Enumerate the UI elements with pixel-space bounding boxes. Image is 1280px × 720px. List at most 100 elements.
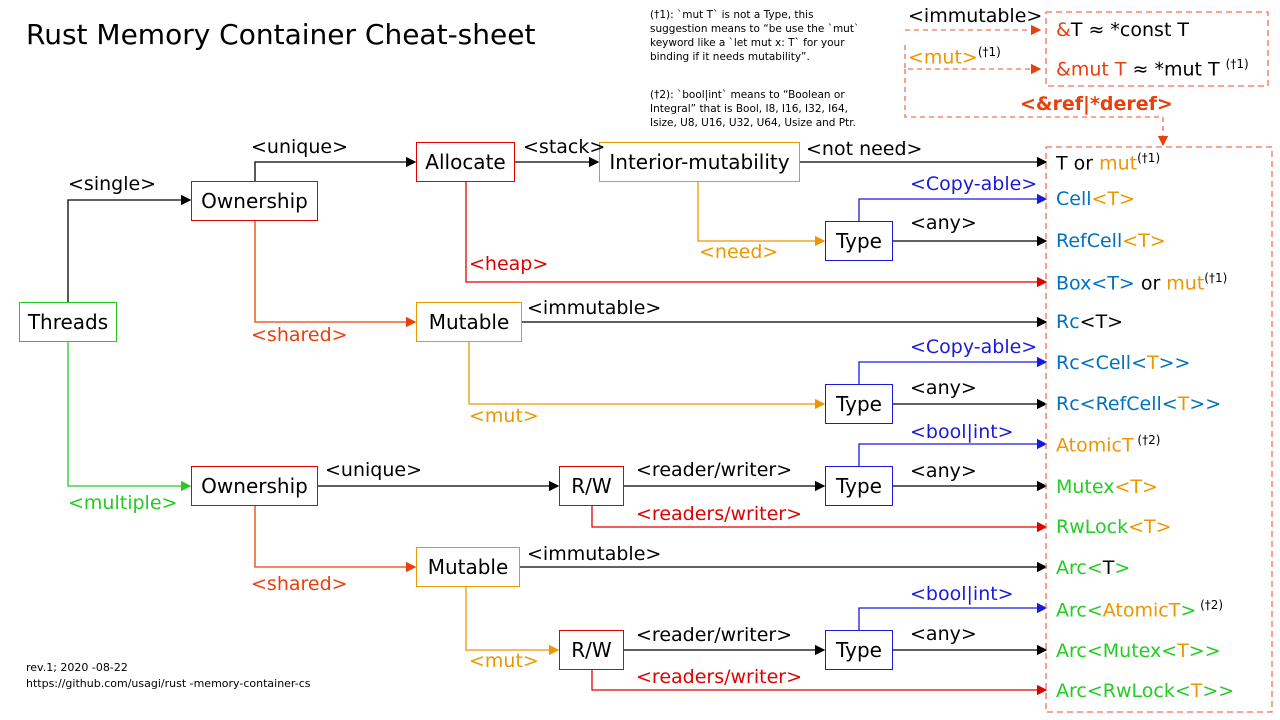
footnote-2: (†2): `bool|int` means to “Boolean or In… (650, 88, 856, 130)
result-text: T (1190, 680, 1203, 702)
label-immutable-2: <immutable> (527, 543, 662, 565)
label-ref-mut-sup: (†1) (977, 45, 1001, 59)
label-any-1: <any> (910, 212, 977, 234)
result-text: mut (1166, 272, 1205, 295)
result-text: mut (1099, 152, 1138, 175)
result-text: AtomicT (1102, 599, 1181, 622)
result-box: Box<T> or mut(†1) (1056, 271, 1227, 294)
result-text: Box (1056, 272, 1092, 295)
result-text: Arc<Mutex< (1056, 640, 1178, 662)
result-t-or-mut: T or mut(†1) (1056, 151, 1160, 174)
ref-mut-text: ≈ *mut T (1126, 58, 1226, 81)
result-text: T (1102, 557, 1115, 579)
revision-date: rev.1; 2020 -08-22 (26, 661, 128, 674)
label-bool-int-1: <bool|int> (910, 421, 1014, 443)
result-text: <T> (1122, 230, 1166, 252)
label-ref-mut-text: <mut> (908, 46, 978, 69)
result-cell: Cell<T> (1056, 188, 1135, 210)
footnote-1-line: (†1): `mut T` is not a Type, this (650, 9, 814, 21)
result-text: >> (1158, 352, 1191, 374)
result-text: <T> (1091, 188, 1135, 210)
result-text: AtomicT (1056, 434, 1134, 457)
result-sup: (†2) (1133, 433, 1161, 447)
result-text: >> (1189, 393, 1222, 415)
label-not-need: <not need> (806, 138, 923, 160)
ref-amp: & (1056, 19, 1071, 41)
mutable-node-2: Mutable (416, 547, 520, 587)
repo-url: https://github.com/usagi/rust -memory-co… (26, 677, 311, 690)
label-shared-1: <shared> (251, 324, 348, 346)
result-text: RwLock (1056, 516, 1129, 538)
label-single: <single> (68, 173, 157, 195)
result-text: Arc< (1056, 599, 1103, 622)
result-text: > (1180, 599, 1197, 622)
result-text: Rc<Cell< (1056, 352, 1148, 374)
result-rc-cell: Rc<Cell<T>> (1056, 352, 1190, 374)
result-text: <T> (1079, 311, 1124, 333)
result-text: Cell (1056, 188, 1092, 210)
result-text: Arc<RwLock< (1056, 680, 1191, 702)
label-any-3: <any> (910, 460, 977, 482)
footnote-1-line: binding if it needs mutability”. (650, 51, 810, 63)
result-sup: (†2) (1196, 598, 1224, 612)
result-text: T or (1056, 152, 1100, 175)
threads-node: Threads (19, 302, 117, 342)
result-text: > (1114, 557, 1131, 579)
result-text: T (1147, 352, 1159, 374)
label-unique-2: <unique> (325, 459, 422, 481)
label-mut-2: <mut> (469, 650, 539, 672)
result-text: >> (1188, 640, 1221, 662)
label-mut-1: <mut> (469, 405, 539, 427)
ref-mut-amp: &mut T (1056, 58, 1127, 81)
footnote-2-line: Isize, U8, U16, U32, U64, Usize and Ptr. (650, 117, 856, 129)
result-text: <T> (1114, 476, 1158, 498)
result-text: T (1177, 393, 1190, 415)
result-arc-atomic: Arc<AtomicT> (†2) (1056, 598, 1223, 621)
result-text: Arc< (1056, 557, 1103, 579)
result-arc-mutex: Arc<Mutex<T>> (1056, 640, 1221, 662)
result-text: Rc<RefCell< (1056, 393, 1178, 415)
result-mutex: Mutex<T> (1056, 476, 1158, 498)
result-sup: (†1) (1137, 151, 1161, 165)
ref-const-text: T ≈ *const T (1070, 19, 1190, 41)
label-readers-writer-1: <readers/writer> (636, 503, 803, 525)
result-arc: Arc<T> (1056, 557, 1130, 579)
ownership-single-node: Ownership (191, 181, 318, 221)
ref-mut-type: &mut T ≈ *mut T (†1) (1056, 57, 1249, 80)
label-any-4: <any> (910, 623, 977, 645)
rw-node-1: R/W (559, 466, 624, 506)
result-sup: (†1) (1204, 271, 1228, 285)
label-ref-mut: <mut>(†1) (908, 45, 1001, 68)
ref-immutable-type: &T ≈ *const T (1056, 19, 1189, 41)
label-ref-deref: <&ref|*deref> (1020, 93, 1173, 115)
result-refcell: RefCell<T> (1056, 230, 1166, 252)
ref-mut-sup: (†1) (1225, 57, 1249, 71)
type-node-1: Type (825, 221, 893, 261)
type-node-3: Type (825, 466, 893, 506)
type-node-2: Type (825, 384, 893, 424)
type-node-4: Type (825, 630, 893, 670)
page-title: Rust Memory Container Cheat-sheet (26, 18, 536, 51)
ownership-multiple-node: Ownership (191, 466, 318, 506)
label-reader-writer-1: <reader/writer> (636, 459, 793, 481)
label-multiple: <multiple> (68, 492, 178, 514)
interior-mutability-node: Interior-mutability (599, 142, 800, 182)
result-text: <T> (1091, 272, 1135, 295)
footnote-2-line: Integral” that is Bool, I8, I16, I32, I6… (650, 103, 848, 115)
label-bool-int-2: <bool|int> (910, 583, 1014, 605)
label-stack: <stack> (523, 136, 606, 158)
rw-node-2: R/W (559, 630, 624, 670)
result-text: or (1134, 272, 1167, 295)
result-rwlock: RwLock<T> (1056, 516, 1172, 538)
footnote-2-line: (†2): `bool|int` means to “Boolean or (650, 89, 845, 101)
result-rc: Rc<T> (1056, 311, 1123, 333)
result-text: RefCell (1056, 230, 1123, 252)
label-reader-writer-2: <reader/writer> (636, 624, 793, 646)
result-text: <T> (1128, 516, 1172, 538)
label-need: <need> (699, 241, 779, 263)
result-text: T (1177, 640, 1189, 662)
allocate-node: Allocate (416, 142, 515, 182)
label-copy-able-2: <Copy-able> (910, 336, 1038, 358)
label-unique-1: <unique> (251, 136, 348, 158)
